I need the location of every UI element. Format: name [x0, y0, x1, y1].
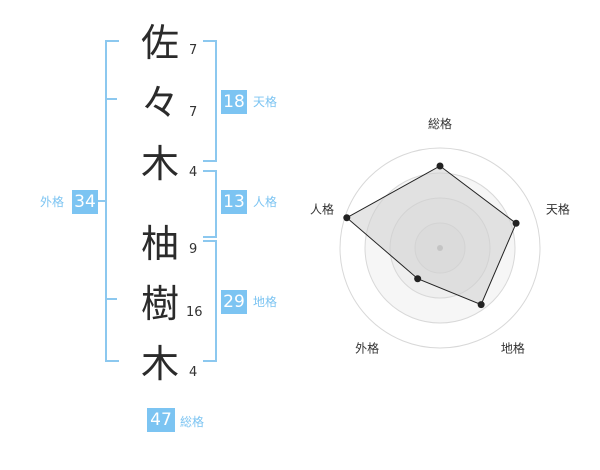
gaikaku-value-badge: 34 [72, 190, 98, 214]
sokaku-value-badge: 47 [147, 408, 175, 432]
tenkaku-label: 天格 [253, 95, 278, 109]
name-char-3: 木 [140, 142, 179, 186]
radar-point-4 [414, 275, 422, 283]
name-char-6: 木 [140, 342, 179, 386]
name-char-4: 柚 [140, 222, 179, 266]
gaikaku-label: 外格 [40, 195, 65, 209]
radar-center-dot [437, 245, 443, 251]
radar-polygon [345, 165, 517, 306]
jinkaku-value-badge: 13 [221, 190, 247, 214]
name-char-5: 樹 [140, 282, 179, 326]
radar-axis-label-5: 人格 [310, 202, 334, 217]
stroke-count-3: 4 [189, 165, 198, 180]
tenkaku-bracket [203, 40, 217, 162]
radar-point-2 [512, 219, 520, 227]
gaikaku-connector [96, 200, 105, 202]
chikaku-bracket [203, 240, 217, 362]
chikaku-label: 地格 [253, 295, 278, 309]
bracket-tick-2 [105, 298, 117, 300]
stroke-count-1: 7 [189, 43, 198, 58]
radar-point-3 [477, 301, 485, 309]
stroke-count-4: 9 [189, 242, 198, 257]
chikaku-value-badge: 29 [221, 290, 247, 314]
bracket-tick-1 [105, 98, 117, 100]
radar-axis-label-1: 総格 [428, 116, 452, 131]
jinkaku-bracket [203, 170, 217, 238]
stroke-count-5: 16 [186, 305, 203, 320]
stroke-count-2: 7 [189, 105, 198, 120]
radar-axis-label-2: 天格 [546, 202, 570, 217]
gaikaku-bracket [105, 40, 119, 362]
name-char-2: 々 [140, 81, 179, 125]
radar-axis-label-3: 地格 [501, 340, 525, 355]
radar-point-5 [343, 214, 351, 222]
radar-point-1 [436, 162, 444, 170]
jinkaku-label: 人格 [253, 195, 278, 209]
sokaku-label: 総格 [180, 415, 205, 429]
tenkaku-value-badge: 18 [221, 90, 247, 114]
stroke-count-6: 4 [189, 365, 198, 380]
radar-axis-label-4: 外格 [355, 340, 379, 355]
name-char-1: 佐 [140, 21, 179, 65]
